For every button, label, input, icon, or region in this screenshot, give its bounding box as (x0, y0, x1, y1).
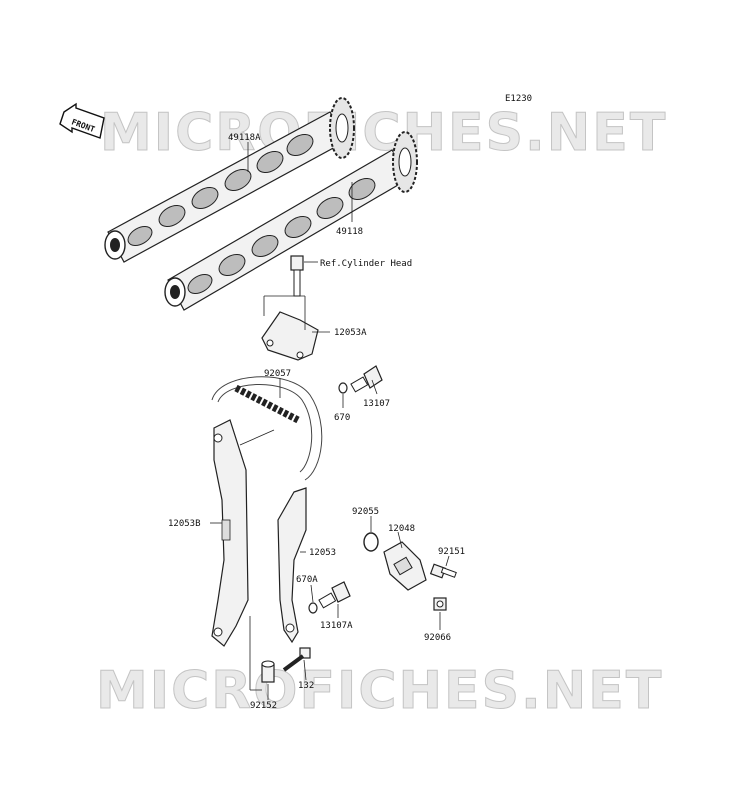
label-92152: 92152 (250, 701, 277, 711)
bolt-cylinder-head (290, 255, 304, 297)
label-12053B: 12053B (168, 519, 201, 529)
leader-lines (210, 142, 450, 700)
bolt-92151 (429, 563, 457, 579)
label-13107A: 13107A (320, 621, 353, 631)
watermark-bottom: MICROFICHES.NET (96, 661, 663, 721)
tensioner-12048 (383, 541, 427, 591)
label-92066: 92066 (424, 633, 451, 643)
gasket-92055 (363, 532, 379, 552)
label-49118A: 49118A (228, 133, 261, 143)
o-ring-670A (308, 602, 318, 614)
camshaft-49118A (104, 97, 355, 263)
label-670A: 670A (296, 575, 318, 585)
guide-12053 (277, 487, 307, 644)
camshaft-49118 (164, 131, 418, 311)
watermark-top: MICROFICHES.NET (100, 103, 667, 163)
label-92151: 92151 (438, 547, 465, 557)
bolt-92066 (433, 597, 447, 611)
o-ring-670 (338, 382, 348, 394)
bolt-132 (282, 647, 311, 672)
diagram-code: E1230 (505, 94, 532, 104)
label-49118: 49118 (336, 227, 363, 237)
label-670: 670 (334, 413, 350, 423)
label-92057: 92057 (264, 369, 291, 379)
guide-12053A (261, 295, 319, 361)
front-arrow-icon: FRONT (59, 102, 105, 139)
label-ref-cylinder-head: Ref.Cylinder Head (320, 259, 412, 269)
label-132: 132 (298, 681, 314, 691)
plug-13107 (350, 365, 383, 393)
collar-92152 (261, 660, 275, 683)
guide-12053B (211, 419, 249, 647)
label-12053A: 12053A (334, 328, 367, 338)
label-92055: 92055 (352, 507, 379, 517)
label-12053: 12053 (309, 548, 336, 558)
bolt-13107A (318, 581, 351, 609)
label-13107: 13107 (363, 399, 390, 409)
cam-chain-92057 (211, 376, 323, 481)
label-12048: 12048 (388, 524, 415, 534)
